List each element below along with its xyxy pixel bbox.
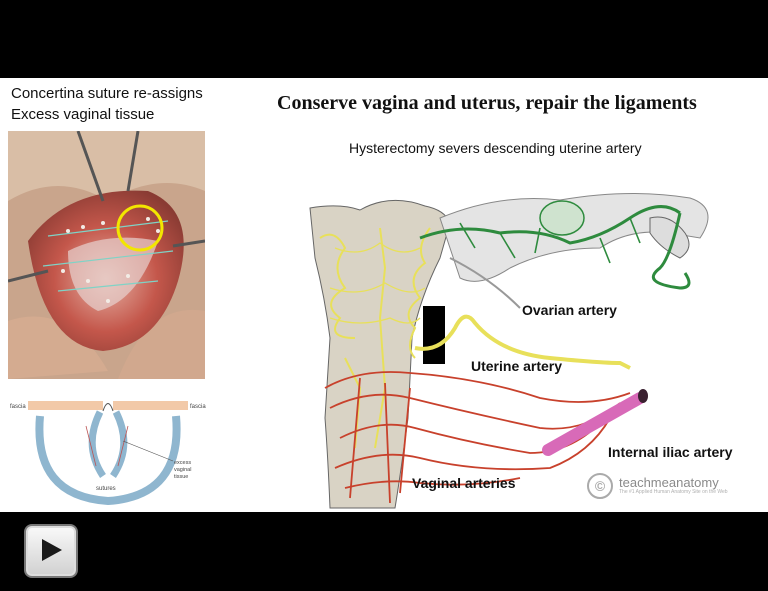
severed-block <box>423 306 445 364</box>
fascia-left-label: fascia <box>10 404 26 410</box>
uterine-artery-label: Uterine artery <box>471 358 563 374</box>
left-caption: Concertina suture re-assigns Excess vagi… <box>11 83 203 125</box>
play-icon <box>42 539 62 561</box>
vaginal-label: vaginal <box>174 467 191 473</box>
suture-schematic: fascia fascia sutures excess vaginal tis… <box>10 401 206 506</box>
ovarian-artery <box>419 205 691 290</box>
copyright-icon: © <box>587 473 613 499</box>
left-caption-line-1: Concertina suture re-assigns <box>11 85 203 102</box>
uterine-anatomy-illustration <box>309 192 709 509</box>
slide-frame: Concertina suture re-assigns Excess vagi… <box>0 78 768 512</box>
watermark-brand: teachmeanatomy <box>619 475 719 490</box>
fallopian-tube <box>439 192 709 282</box>
slide-subtitle: Hysterectomy severs descending uterine a… <box>349 140 642 156</box>
slide-title: Conserve vagina and uterus, repair the l… <box>277 92 697 114</box>
tissue-label: tissue <box>174 474 188 480</box>
left-caption-line-2: Excess vaginal tissue <box>11 106 155 123</box>
excess-label: excess <box>174 460 191 466</box>
watermark-tagline: The #1 Applied Human Anatomy Site on the… <box>619 489 728 495</box>
uterine-artery <box>414 314 631 370</box>
internal-iliac-artery <box>542 392 646 456</box>
highlight-circle <box>116 204 164 252</box>
play-button[interactable] <box>24 524 78 578</box>
vaginal-arteries-label: Vaginal arteries <box>412 475 516 491</box>
ovary <box>539 200 585 236</box>
ovarian-artery-label: Ovarian artery <box>522 302 617 318</box>
surgical-photo <box>8 131 205 379</box>
teachmeanatomy-watermark: © teachmeanatomy The #1 Applied Human An… <box>587 473 728 499</box>
fascia-right-label: fascia <box>190 404 206 410</box>
sutures-label: sutures <box>96 486 116 492</box>
internal-iliac-artery-label: Internal iliac artery <box>608 444 733 460</box>
